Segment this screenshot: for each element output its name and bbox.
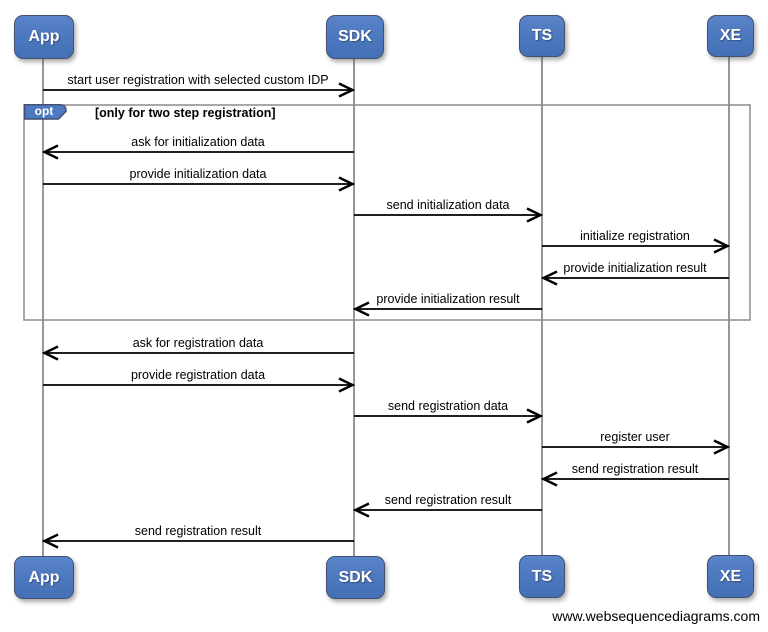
actor-label-sdk: SDK [338,568,373,586]
message-arrow-7 [352,301,542,317]
actor-label-sdk: SDK [338,28,372,45]
actor-box-xe-top: XE [707,15,754,57]
message-arrow-3 [43,176,356,192]
actor-box-sdk-top: SDK [326,15,384,59]
message-label-4: send initialization data [386,198,510,212]
message-label-13: send registration result [384,493,512,507]
actor-box-ts-bottom: TS [519,555,565,598]
message-label-3: provide initialization data [129,167,267,181]
message-arrow-2 [41,144,354,160]
message-label-14: send registration result [134,524,262,538]
message-arrow-1 [43,82,356,98]
opt-operator-label: opt [34,104,54,118]
message-label-2: ask for initialization data [131,135,265,149]
message-label-1: start user registration with selected cu… [67,73,329,87]
actor-label-ts: TS [531,27,553,44]
opt-condition-label: [only for two step registration] [95,106,276,120]
message-arrow-4 [354,207,544,223]
actor-label-app: App [28,568,60,586]
actor-box-sdk-bottom: SDK [326,556,385,599]
message-arrow-8 [41,345,354,361]
actor-box-app-bottom: App [14,556,74,599]
message-arrow-6 [540,270,729,286]
actor-label-ts: TS [531,567,553,585]
message-arrow-12 [540,471,729,487]
actor-label-xe: XE [719,567,742,585]
message-label-9: provide registration data [130,368,266,382]
actor-box-ts-top: TS [519,15,565,57]
message-label-8: ask for registration data [132,336,264,350]
message-arrow-9 [43,377,356,393]
actor-box-app-top: App [14,15,74,59]
message-arrow-11 [542,439,731,455]
actor-box-xe-bottom: XE [707,555,754,598]
message-label-12: send registration result [571,462,699,476]
message-label-5: initialize registration [580,229,690,243]
opt-fragment-tab [24,104,67,120]
message-arrow-5 [542,238,731,254]
message-label-7: provide initialization result [376,292,520,306]
actor-label-app: App [28,28,60,45]
actor-label-xe: XE [719,27,742,44]
message-arrow-13 [352,502,542,518]
message-label-10: send registration data [387,399,509,413]
message-arrow-10 [354,408,544,424]
opt-fragment-frame [23,104,751,321]
message-label-6: provide initialization result [563,261,707,275]
watermark-text: www.websequencediagrams.com [552,608,760,624]
message-arrow-14 [41,533,354,549]
message-label-11: register user [600,430,670,444]
